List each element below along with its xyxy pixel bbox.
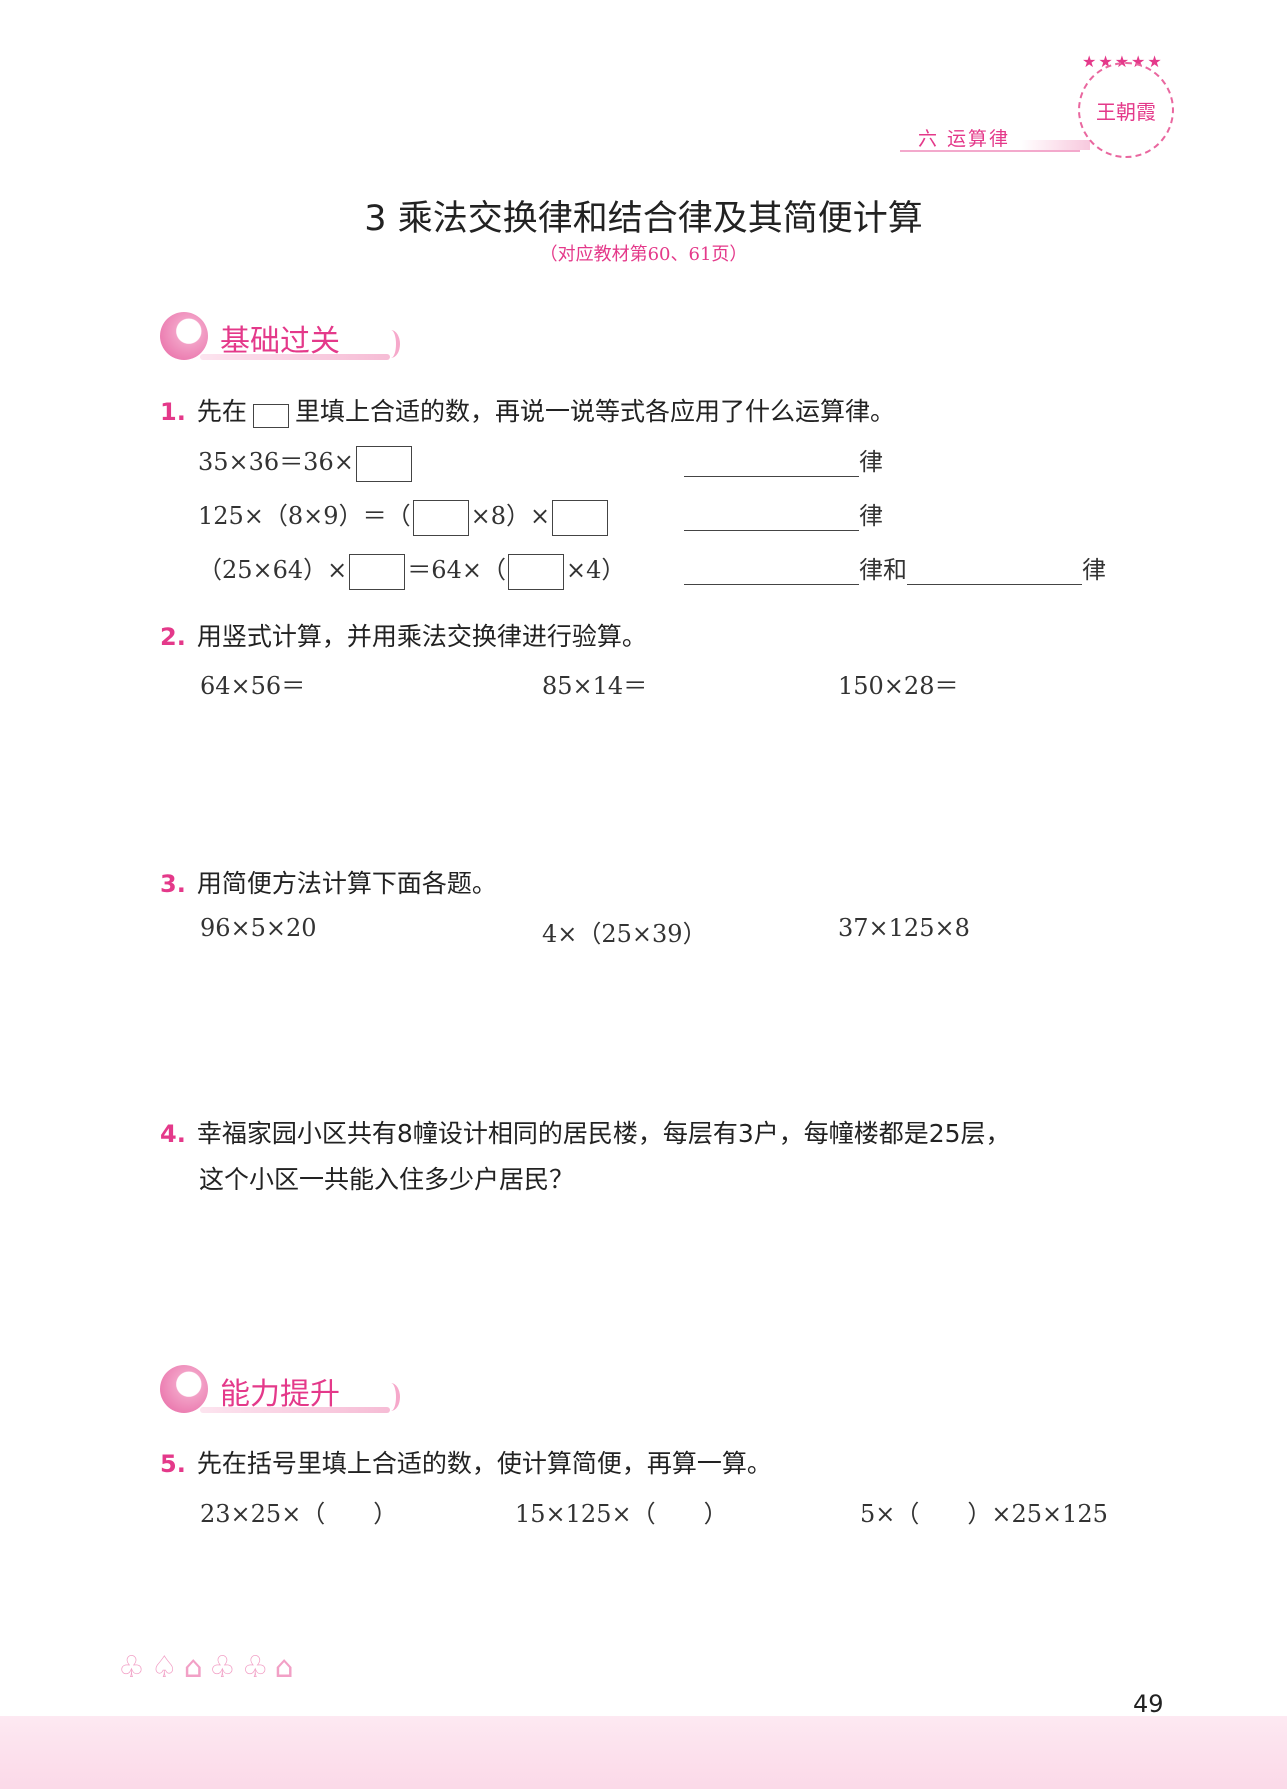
expression: ＝64×（ (407, 556, 506, 584)
answer-box[interactable] (355, 445, 412, 482)
section-bar (200, 1407, 390, 1413)
town-illustration-icon: ♧♤⌂♧♧⌂ (118, 1650, 300, 1685)
expression: 23×25×（ ） (200, 1500, 398, 1528)
section-bar (200, 354, 390, 360)
expression: 35×36＝36× (198, 448, 354, 476)
seal-text: 王朝霞 (1096, 99, 1156, 124)
q1-row-1: 35×36＝36× (198, 442, 414, 482)
chapter-underline (900, 150, 1080, 152)
box-icon (252, 403, 289, 428)
law-suffix: 律 (859, 502, 883, 530)
section-hook (382, 1383, 400, 1411)
q1-row-3: （25×64）× ＝64×（ ×4） (198, 550, 625, 590)
section-label: 基础过关 (220, 324, 340, 359)
expression: 37×125×8 (838, 914, 970, 942)
expression: 125×（8×9）＝（ (198, 502, 411, 530)
expression: 15×125×（ ） (515, 1500, 728, 1528)
page-title: 3 乘法交换律和结合律及其简便计算 (364, 199, 923, 239)
question-text: 用简便方法计算下面各题。 (196, 869, 497, 898)
question-text: 幸福家园小区共有8幢设计相同的居民楼，每层有3户，每幢楼都是25层， (196, 1119, 1011, 1148)
answer-box[interactable] (349, 553, 406, 590)
question-text: 用竖式计算，并用乘法交换律进行验算。 (196, 622, 647, 651)
answer-blank[interactable] (684, 504, 859, 531)
answer-blank[interactable] (684, 450, 859, 477)
answer-blank[interactable] (684, 558, 859, 585)
question-text: 先在 (196, 397, 247, 426)
cartoon-badge-icon (160, 1365, 208, 1413)
cartoon-badge-icon (160, 312, 208, 360)
expression: 85×14＝ (542, 672, 648, 700)
chapter-label: 六 运算律 (918, 128, 1011, 150)
question-1: 1. 先在 里填上合适的数，再说一说等式各应用了什么运算律。 (160, 392, 895, 428)
question-text: 里填上合适的数，再说一说等式各应用了什么运算律。 (294, 397, 895, 426)
page-number: 49 (1133, 1690, 1164, 1718)
answer-blank[interactable] (907, 558, 1082, 585)
answer-box[interactable] (507, 553, 564, 590)
expression: 96×5×20 (200, 914, 317, 942)
question-number: 1. (160, 398, 186, 426)
section-label: 能力提升 (220, 1377, 340, 1412)
question-number: 5. (160, 1450, 186, 1478)
law-answer-3: 律和 律 (684, 550, 1106, 585)
question-number: 4. (160, 1120, 186, 1148)
question-2: 2. 用竖式计算，并用乘法交换律进行验算。 (160, 617, 647, 653)
law-suffix: 律和 (859, 556, 907, 584)
section-hook (382, 330, 400, 358)
expression: 5×（ ）×25×125 (860, 1500, 1108, 1528)
question-3: 3. 用简便方法计算下面各题。 (160, 864, 497, 900)
brand-seal-logo: 王朝霞 (1078, 62, 1174, 158)
law-suffix: 律 (859, 448, 883, 476)
expression: ×4） (565, 556, 626, 584)
q1-row-2: 125×（8×9）＝（ ×8）× (198, 496, 610, 536)
expression: （25×64）× (198, 556, 348, 584)
expression: 150×28＝ (838, 672, 959, 700)
question-number: 3. (160, 870, 186, 898)
page-subtitle: （对应教材第60、61页） (539, 244, 748, 265)
question-text: 先在括号里填上合适的数，使计算简便，再算一算。 (196, 1449, 772, 1478)
chapter-underline-accent (1020, 140, 1090, 150)
answer-box[interactable] (552, 499, 609, 536)
footer-band (0, 1716, 1287, 1789)
law-answer-2: 律 (684, 496, 883, 531)
expression: ×8）× (470, 502, 551, 530)
law-answer-1: 律 (684, 442, 883, 477)
answer-box[interactable] (412, 499, 469, 536)
question-4: 4. 幸福家园小区共有8幢设计相同的居民楼，每层有3户，每幢楼都是25层， (160, 1114, 1011, 1150)
law-suffix: 律 (1082, 556, 1106, 584)
question-5: 5. 先在括号里填上合适的数，使计算简便，再算一算。 (160, 1444, 772, 1480)
question-number: 2. (160, 623, 186, 651)
expression: 4×（25×39） (542, 920, 707, 948)
question-text: 这个小区一共能入住多少户居民？ (199, 1165, 575, 1194)
expression: 64×56＝ (200, 672, 306, 700)
